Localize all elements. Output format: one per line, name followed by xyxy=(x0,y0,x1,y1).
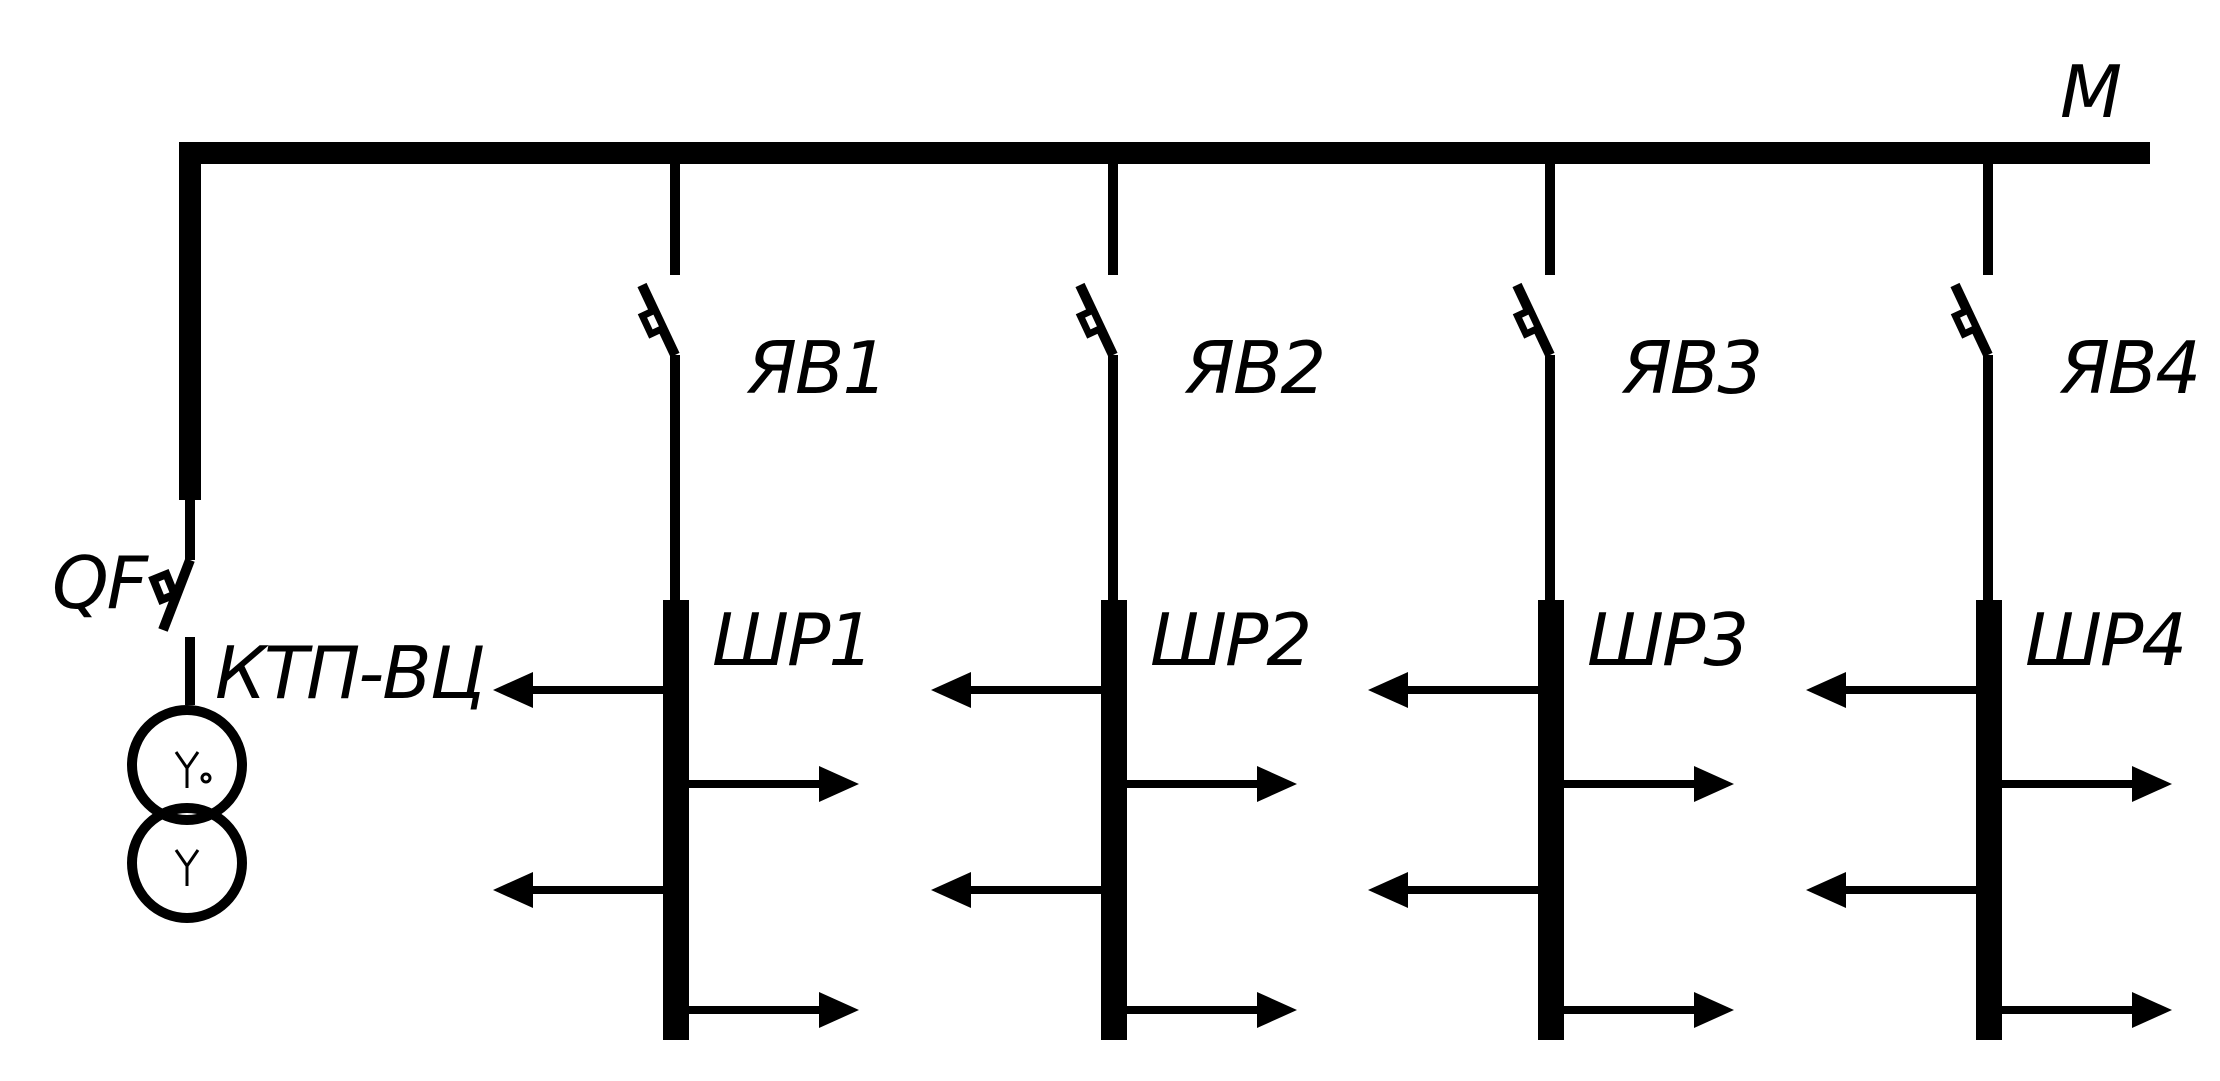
distribution-board-bar xyxy=(1101,600,1127,1040)
distribution-board-bar xyxy=(1538,600,1564,1040)
outgoing-arrow-icon xyxy=(2002,766,2172,802)
outgoing-arrow-icon xyxy=(1368,672,1538,708)
transformer-symbol xyxy=(127,705,247,923)
outgoing-arrow-icon xyxy=(1806,872,1976,908)
main-busbar xyxy=(179,142,2150,500)
outgoing-arrow-icon xyxy=(1564,992,1734,1028)
outgoing-arrow-icon xyxy=(493,872,663,908)
distribution-board-bar xyxy=(1976,600,2002,1040)
outgoing-arrow-icon xyxy=(1564,766,1734,802)
outgoing-arrow-icon xyxy=(1127,766,1297,802)
outgoing-arrow-icon xyxy=(931,872,1101,908)
outgoing-arrow-icon xyxy=(1368,872,1538,908)
substation-label: КТП-ВЦ xyxy=(215,631,484,715)
outgoing-arrow-icon xyxy=(493,672,663,708)
outgoing-arrow-icon xyxy=(1127,992,1297,1028)
feeder-switch-symbol xyxy=(637,282,680,605)
wye-star-icon xyxy=(174,751,212,886)
feeder-switch-symbol xyxy=(1950,282,1993,605)
outgoing-arrow-icon xyxy=(2002,992,2172,1028)
distribution-board-label: ШР1 xyxy=(712,598,872,682)
distribution-board-bar xyxy=(663,600,689,1040)
distribution-board-label: ШР2 xyxy=(1150,598,1310,682)
breaker-label: QF xyxy=(52,541,150,625)
breaker-qf-symbol xyxy=(148,498,195,705)
outgoing-arrow-icon xyxy=(689,992,859,1028)
feeder-switch-symbol xyxy=(1512,282,1555,605)
outgoing-arrow-icon xyxy=(931,672,1101,708)
feeder-switch-symbol xyxy=(1075,282,1118,605)
distribution-board-label: ШР3 xyxy=(1587,598,1747,682)
main-bus-label: М xyxy=(2060,50,2121,134)
distribution-board-label: ШР4 xyxy=(2025,598,2185,682)
feeder-switch-label: ЯВ2 xyxy=(1184,326,1324,410)
outgoing-arrow-icon xyxy=(689,766,859,802)
outgoing-arrow-icon xyxy=(1806,672,1976,708)
feeder-switch-label: ЯВ4 xyxy=(2059,326,2199,410)
feeder-switch-label: ЯВ1 xyxy=(746,326,886,410)
feeder-switch-label: ЯВ3 xyxy=(1621,326,1761,410)
